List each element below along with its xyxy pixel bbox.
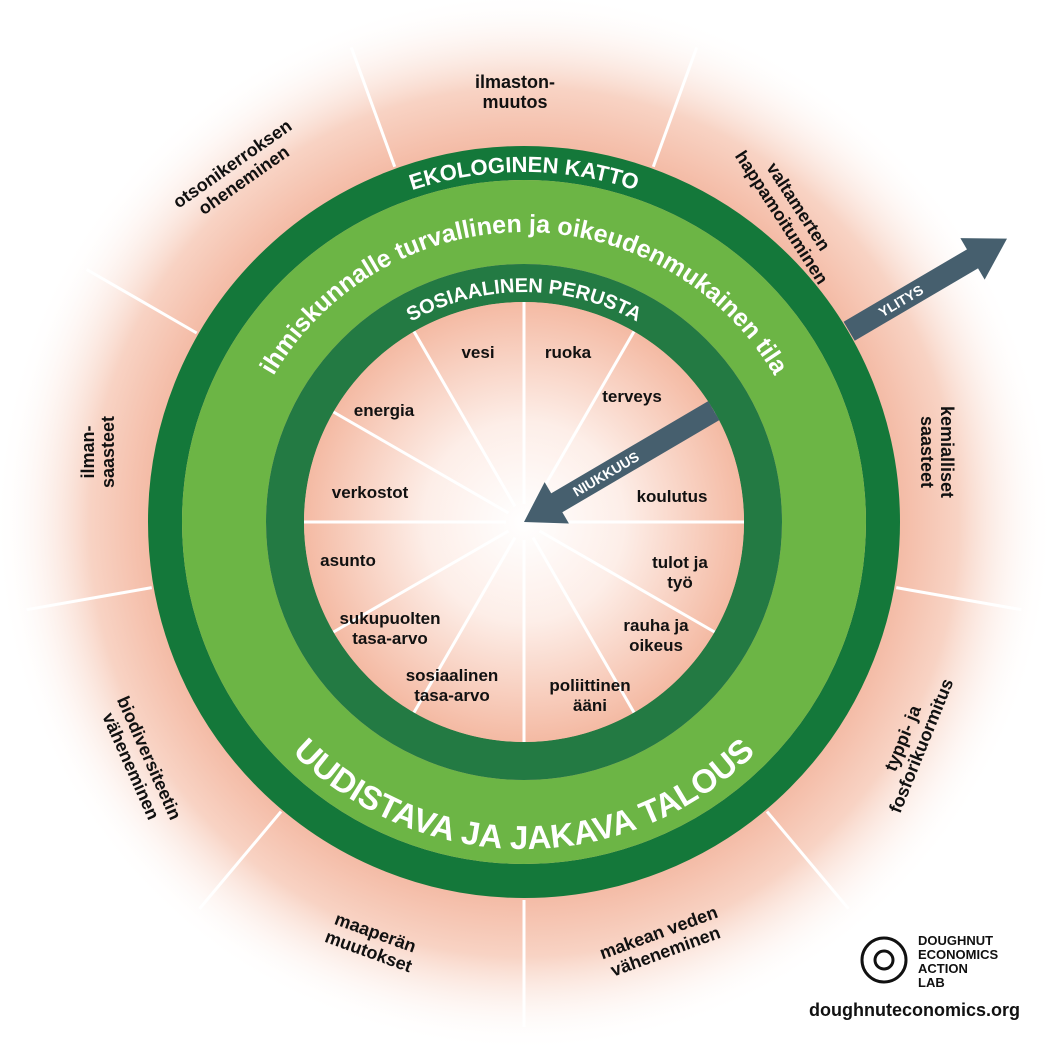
- social-foundation-item: terveys: [602, 387, 662, 406]
- outer-spoke: [26, 586, 153, 612]
- inner-spoke: [412, 330, 517, 508]
- logo-inner-circle-icon: [873, 949, 895, 971]
- inner-spoke: [531, 536, 636, 714]
- logo-line-4: LAB: [918, 975, 945, 990]
- social-foundation-item: energia: [354, 401, 415, 420]
- ecological-ceiling-ring: [148, 146, 900, 898]
- outer-spoke: [895, 586, 1022, 612]
- social-foundation-item: rauha ja: [623, 616, 689, 635]
- logo-outer-circle-icon: [860, 936, 908, 984]
- inner-spoke: [412, 536, 517, 714]
- inner-spoke: [531, 330, 636, 508]
- boundary-label-line: ilman-: [78, 425, 98, 478]
- social-foundation-item: poliittinen: [549, 676, 630, 695]
- social-foundation-item: vesi: [461, 343, 494, 362]
- inner-spoke: [538, 529, 716, 634]
- social-foundation-item: ääni: [573, 696, 607, 715]
- boundary-label-line: kemialliset: [937, 406, 957, 498]
- social-foundation-item: tulot ja: [652, 553, 708, 572]
- social-foundation-item: tasa-arvo: [352, 629, 428, 648]
- logo-line-2: ECONOMICS: [918, 947, 999, 962]
- inner-spokes: [304, 302, 744, 742]
- safe-space-band: [182, 180, 866, 864]
- overshoot-arrowhead: [960, 238, 1008, 280]
- website-url[interactable]: doughnuteconomics.org: [809, 1000, 1020, 1020]
- social-foundation-ring: [266, 264, 782, 780]
- shortfall-arrowhead: [524, 482, 569, 524]
- logo-line-1: DOUGHNUT: [918, 933, 993, 948]
- boundary-label-line: muutos: [483, 92, 548, 112]
- social-foundation-item: työ: [667, 573, 693, 592]
- social-foundation-item: sosiaalinen: [406, 666, 499, 685]
- ecological-boundary-label: ilman-saasteet: [78, 416, 118, 488]
- outer-spoke: [85, 268, 198, 335]
- social-foundation-item: tasa-arvo: [414, 686, 490, 705]
- social-foundation-item: sukupuolten: [339, 609, 440, 628]
- overshoot-arrow-shaft: [843, 244, 987, 341]
- shortfall-arrow-shaft: [544, 401, 720, 517]
- social-foundation-item: ruoka: [545, 343, 592, 362]
- logo-line-3: ACTION: [918, 961, 968, 976]
- social-foundation-item: verkostot: [332, 483, 409, 502]
- outer-spoke: [198, 810, 283, 910]
- social-foundation-item: asunto: [320, 551, 376, 570]
- social-foundation-item: oikeus: [629, 636, 683, 655]
- social-foundation-item: koulutus: [637, 487, 708, 506]
- ecological-boundary-label: ilmaston-muutos: [475, 72, 555, 112]
- boundary-label-line: saasteet: [917, 416, 937, 488]
- outer-spoke: [765, 810, 850, 910]
- inner-spoke: [332, 410, 510, 515]
- boundary-label-line: saasteet: [98, 416, 118, 488]
- doughnut-economics-logo: DOUGHNUT ECONOMICS ACTION LAB doughnutec…: [809, 933, 1020, 1020]
- outer-spoke: [349, 46, 397, 168]
- boundary-label-line: ilmaston-: [475, 72, 555, 92]
- inner-spoke: [332, 529, 510, 634]
- outer-spoke: [651, 46, 699, 168]
